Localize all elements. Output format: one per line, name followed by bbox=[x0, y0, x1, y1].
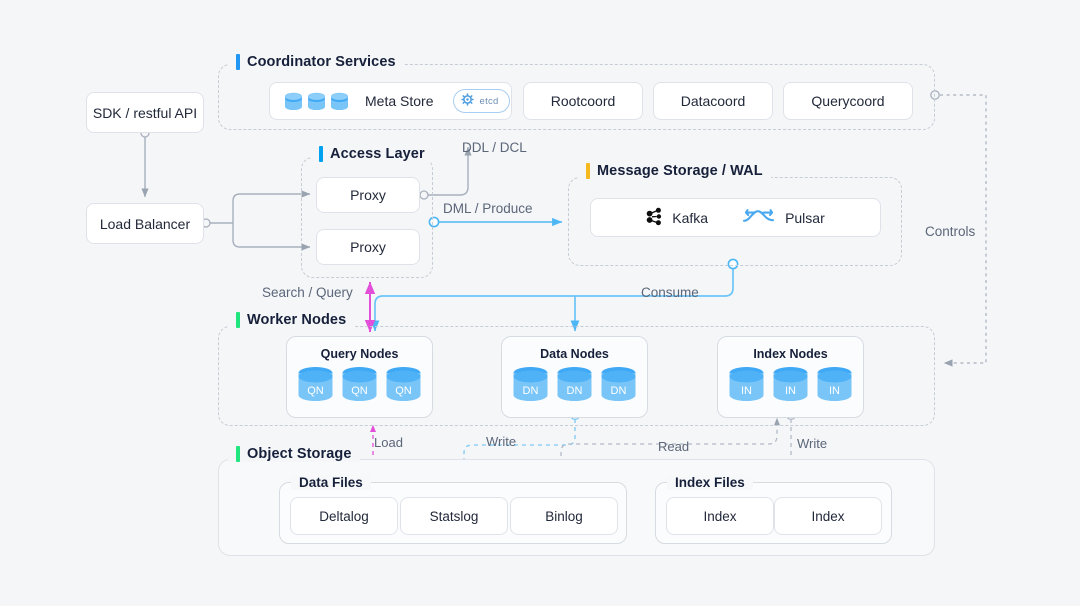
index-file-box-2[interactable]: Index bbox=[774, 497, 882, 535]
index-node-label: IN bbox=[741, 385, 752, 397]
wire-dml-produce bbox=[428, 216, 563, 228]
rootcoord-label: Rootcoord bbox=[550, 93, 616, 109]
label-write-data: Write bbox=[486, 434, 517, 449]
query-node-3[interactable]: QN bbox=[385, 366, 422, 402]
label-write-index: Write bbox=[797, 436, 828, 451]
sdk-restful-api-box[interactable]: SDK / restful API bbox=[86, 92, 204, 133]
kafka-label: Kafka bbox=[672, 209, 709, 226]
rootcoord-box[interactable]: Rootcoord bbox=[523, 82, 643, 120]
access-layer-title: Access Layer bbox=[311, 146, 433, 162]
pulsar-icon bbox=[742, 207, 776, 229]
message-brokers-box[interactable]: Kafka Pulsar bbox=[590, 198, 881, 237]
deltalog-label: Deltalog bbox=[319, 508, 369, 524]
pulsar-item[interactable]: Pulsar bbox=[742, 207, 825, 229]
coordinator-accent-bar bbox=[236, 54, 240, 70]
pulsar-label: Pulsar bbox=[785, 209, 825, 226]
querycoord-label: Querycoord bbox=[811, 93, 885, 109]
db-cylinder-icon bbox=[330, 92, 349, 111]
meta-store-box[interactable]: Meta Store bbox=[269, 82, 512, 120]
meta-store-cylinders bbox=[284, 92, 349, 111]
message-accent-bar bbox=[586, 163, 590, 179]
data-node-label: DN bbox=[610, 385, 627, 397]
kafka-icon bbox=[646, 207, 663, 229]
query-node-2[interactable]: QN bbox=[341, 366, 378, 402]
querycoord-box[interactable]: Querycoord bbox=[783, 82, 913, 120]
load-balancer-label: Load Balancer bbox=[99, 215, 191, 232]
datacoord-box[interactable]: Datacoord bbox=[653, 82, 773, 120]
binlog-box[interactable]: Binlog bbox=[510, 497, 618, 535]
index-files-title: Index Files bbox=[667, 475, 753, 490]
etcd-label: etcd bbox=[479, 95, 499, 107]
wire-sdk-to-load-balancer bbox=[140, 128, 150, 198]
index-node-2[interactable]: IN bbox=[772, 366, 809, 402]
kafka-item[interactable]: Kafka bbox=[646, 207, 708, 229]
deltalog-box[interactable]: Deltalog bbox=[290, 497, 398, 535]
data-node-label: DN bbox=[566, 385, 583, 397]
index-file-label: Index bbox=[811, 508, 845, 524]
etcd-chip[interactable]: etcd bbox=[453, 89, 510, 113]
query-node-label: QN bbox=[395, 385, 412, 397]
label-controls: Controls bbox=[925, 224, 976, 239]
binlog-label: Binlog bbox=[545, 508, 583, 524]
coordinator-services-group bbox=[218, 64, 935, 130]
index-file-box-1[interactable]: Index bbox=[666, 497, 774, 535]
query-node-label: QN bbox=[351, 385, 368, 397]
object-storage-title: Object Storage bbox=[228, 446, 360, 462]
object-accent-bar bbox=[236, 446, 240, 462]
statslog-box[interactable]: Statslog bbox=[400, 497, 508, 535]
db-cylinder-icon bbox=[284, 92, 303, 111]
load-balancer-box[interactable]: Load Balancer bbox=[86, 203, 204, 244]
label-dml-produce: DML / Produce bbox=[443, 201, 533, 216]
query-node-label: QN bbox=[307, 385, 324, 397]
db-cylinder-icon bbox=[307, 92, 326, 111]
index-node-1[interactable]: IN bbox=[728, 366, 765, 402]
data-node-1[interactable]: DN bbox=[512, 366, 549, 402]
worker-accent-bar bbox=[236, 312, 240, 328]
data-files-title: Data Files bbox=[291, 475, 371, 490]
message-storage-title: Message Storage / WAL bbox=[578, 163, 771, 179]
label-search-query: Search / Query bbox=[262, 285, 353, 300]
meta-store-label: Meta Store bbox=[365, 93, 434, 109]
worker-nodes-title: Worker Nodes bbox=[228, 312, 355, 328]
label-read: Read bbox=[658, 439, 690, 454]
index-node-label: IN bbox=[829, 385, 840, 397]
query-nodes-title: Query Nodes bbox=[320, 347, 399, 361]
label-ddl-dcl: DDL / DCL bbox=[462, 140, 527, 155]
index-node-3[interactable]: IN bbox=[816, 366, 853, 402]
worker-nodes-group bbox=[218, 326, 935, 426]
sdk-label: SDK / restful API bbox=[92, 104, 198, 121]
index-file-label: Index bbox=[703, 508, 737, 524]
wire-load-balancer-to-proxies bbox=[201, 190, 311, 251]
index-nodes-title: Index Nodes bbox=[753, 347, 828, 361]
statslog-label: Statslog bbox=[429, 508, 479, 524]
index-node-label: IN bbox=[785, 385, 796, 397]
proxy-box-1[interactable]: Proxy bbox=[316, 177, 420, 213]
proxy-label: Proxy bbox=[350, 239, 386, 255]
proxy-label: Proxy bbox=[350, 187, 386, 203]
data-node-2[interactable]: DN bbox=[556, 366, 593, 402]
label-consume: Consume bbox=[641, 285, 699, 300]
proxy-box-2[interactable]: Proxy bbox=[316, 229, 420, 265]
data-node-label: DN bbox=[522, 385, 539, 397]
query-node-1[interactable]: QN bbox=[297, 366, 334, 402]
access-accent-bar bbox=[319, 146, 323, 162]
data-nodes-title: Data Nodes bbox=[540, 347, 609, 361]
coordinator-services-title: Coordinator Services bbox=[228, 54, 404, 70]
data-node-3[interactable]: DN bbox=[600, 366, 637, 402]
etcd-icon bbox=[461, 93, 475, 109]
label-load: Load bbox=[374, 435, 403, 450]
datacoord-label: Datacoord bbox=[680, 93, 746, 109]
